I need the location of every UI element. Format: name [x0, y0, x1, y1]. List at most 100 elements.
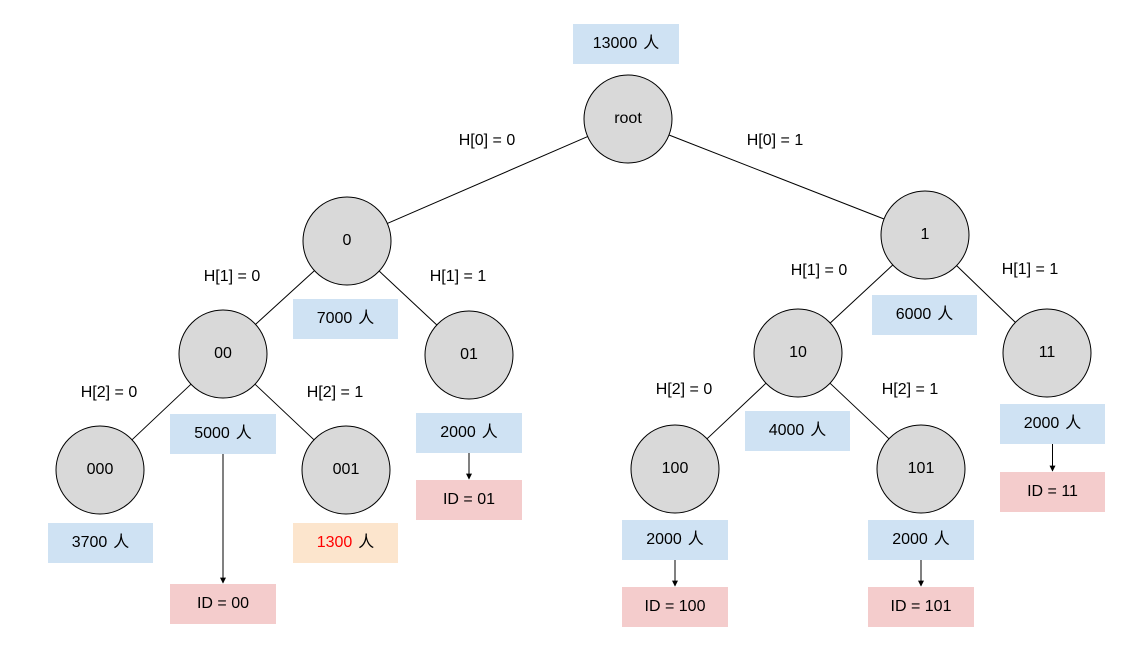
edge-00-to-000	[131, 383, 192, 441]
count-text: 3700 人	[72, 533, 130, 551]
arrows-layer	[220, 444, 1056, 587]
count-number: 2000	[646, 531, 682, 548]
tree-node-000: 000	[55, 425, 145, 515]
node-circle	[55, 425, 145, 515]
count-unit: 人	[1065, 414, 1081, 432]
count-number: 1300	[317, 534, 353, 551]
edge-label: H[2] = 0	[81, 384, 138, 401]
count-unit: 人	[113, 533, 129, 551]
id-text: ID = 01	[443, 491, 495, 508]
edge-root-to-0	[387, 136, 588, 224]
id-text: ID = 11	[1027, 483, 1078, 500]
id-box-100: ID = 100	[622, 587, 728, 627]
node-circle	[630, 424, 720, 514]
count-unit: 人	[810, 421, 826, 439]
tree-node-10: 10	[753, 308, 843, 398]
node-circle	[424, 310, 514, 400]
count-text: 2000 人	[1024, 414, 1082, 432]
id-text: ID = 100	[645, 598, 706, 615]
count-box-background	[868, 520, 974, 560]
count-box-01: 2000 人	[416, 413, 522, 453]
node-circle	[301, 425, 391, 515]
id-box-11: ID = 11	[1000, 472, 1105, 512]
count-unit: 人	[934, 530, 950, 548]
tree-node-0: 0	[302, 196, 392, 286]
tree-node-root: root	[583, 74, 673, 164]
count-box-background	[872, 295, 977, 335]
node-label: 0	[343, 232, 352, 249]
node-label: 00	[214, 345, 232, 362]
tree-node-100: 100	[630, 424, 720, 514]
count-unit: 人	[688, 530, 704, 548]
node-label: 101	[908, 460, 935, 477]
tree-node-11: 11	[1002, 308, 1092, 398]
count-number: 3700	[72, 534, 108, 551]
count-box-100: 2000 人	[622, 520, 728, 560]
count-number: 6000	[896, 306, 932, 323]
count-unit: 人	[236, 424, 252, 442]
edge-label: H[0] = 0	[459, 132, 516, 149]
count-box-background	[1000, 404, 1105, 444]
id-box-background	[868, 587, 974, 627]
tree-node-01: 01	[424, 310, 514, 400]
edges-layer	[131, 134, 1016, 441]
count-box-background	[745, 411, 850, 451]
edge-label: H[1] = 0	[791, 262, 848, 279]
count-box-000: 3700 人	[48, 523, 153, 563]
node-label: 000	[87, 461, 114, 478]
edge-label: H[2] = 1	[307, 384, 364, 401]
id-box-background	[622, 587, 728, 627]
node-label: 001	[333, 461, 360, 478]
count-number: 2000	[1024, 415, 1060, 432]
id-box-background	[416, 480, 522, 520]
count-number: 2000	[440, 424, 476, 441]
count-text: 5000 人	[194, 424, 252, 442]
edge-root-to-1	[668, 134, 885, 220]
node-circle	[1002, 308, 1092, 398]
node-label: 100	[662, 460, 689, 477]
node-circle	[880, 190, 970, 280]
edge-label: H[2] = 1	[882, 381, 939, 398]
count-box-root: 13000 人	[573, 24, 679, 64]
edge-00-to-001	[254, 383, 315, 441]
count-unit: 人	[482, 423, 498, 441]
count-text: 2000 人	[646, 530, 704, 548]
node-circle	[302, 196, 392, 286]
count-box-00: 5000 人	[170, 414, 276, 454]
count-box-background	[416, 413, 522, 453]
count-box-background	[293, 299, 398, 339]
node-circle	[876, 424, 966, 514]
id-text: ID = 00	[197, 595, 249, 612]
edge-label: H[1] = 1	[430, 268, 487, 285]
node-label: 1	[921, 226, 930, 243]
node-label: 10	[789, 344, 807, 361]
edge-label: H[1] = 0	[204, 268, 261, 285]
edge-10-to-100	[706, 382, 767, 440]
edge-label: H[1] = 1	[1002, 261, 1059, 278]
node-label: 01	[460, 346, 478, 363]
count-unit: 人	[643, 34, 659, 52]
count-box-background	[170, 414, 276, 454]
tree-node-00: 00	[178, 309, 268, 399]
tree-node-101: 101	[876, 424, 966, 514]
count-number: 13000	[593, 35, 638, 52]
count-number: 7000	[317, 310, 353, 327]
count-number: 5000	[194, 425, 230, 442]
count-box-11: 2000 人	[1000, 404, 1105, 444]
edge-0-to-00	[255, 270, 315, 325]
id-box-01: ID = 01	[416, 480, 522, 520]
id-box-101: ID = 101	[868, 587, 974, 627]
count-box-background	[48, 523, 153, 563]
